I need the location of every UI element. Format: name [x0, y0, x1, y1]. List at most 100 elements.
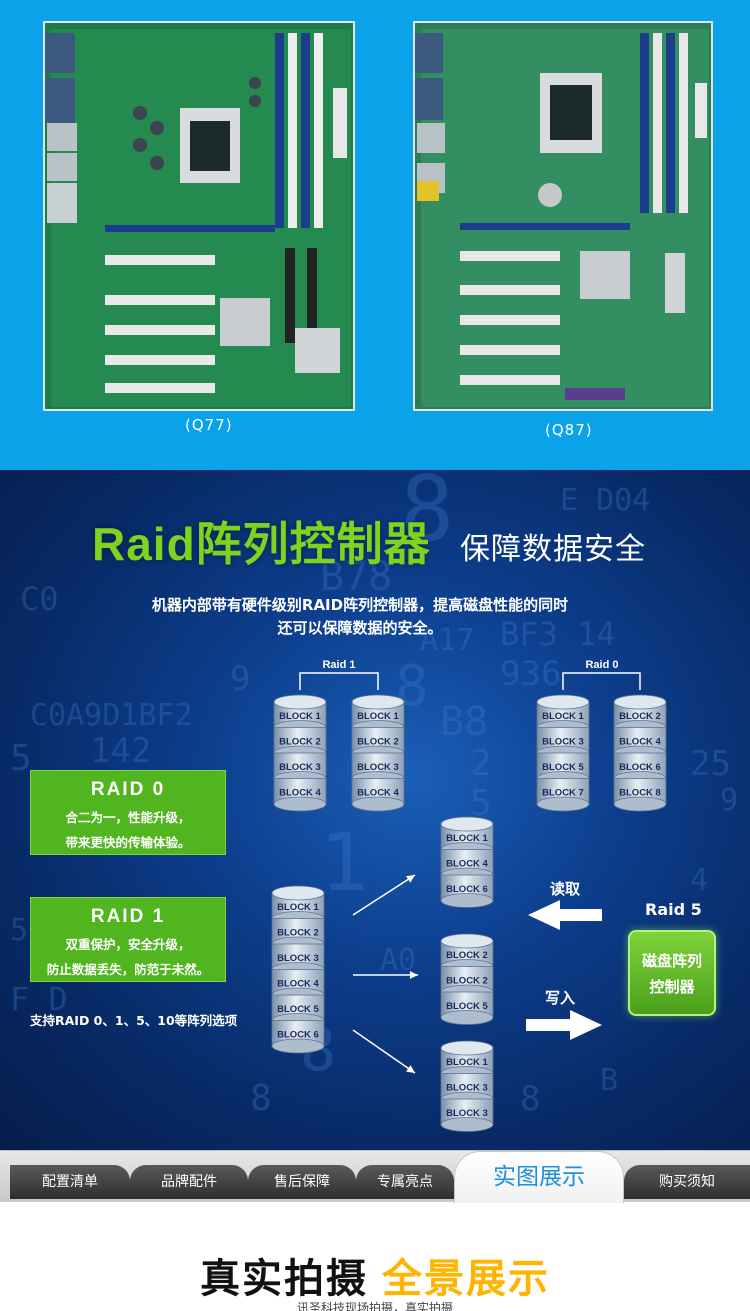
raid5-disk-3-segment-rim [440, 1117, 494, 1132]
raid5-arrow-down [352, 1029, 416, 1074]
background-digits-decoration: 8 E D04 B78 C0 5 142 C0A9D1BF2 A17 BF3 1… [10, 470, 738, 1119]
raid-description-line-1: 机器内部带有硬件级别RAID阵列控制器，提高磁盘性能的同时 [151, 596, 569, 614]
raid1-disk-b-block-label: BLOCK 3 [357, 762, 399, 773]
raid1-bracket [299, 672, 379, 690]
svg-text:A17: A17 [420, 623, 474, 658]
raid5-disk-2-block-label: BLOCK 2 [446, 975, 488, 986]
svg-text:9: 9 [720, 783, 738, 818]
raid5-disk-3-disk-top [440, 1040, 494, 1056]
raid-section-subtitle: 保障数据安全 [460, 532, 646, 567]
svg-text:8: 8 [250, 1078, 272, 1119]
svg-text:2: 2 [470, 743, 492, 784]
product-photo-panel: (Q77) (Q87) [0, 0, 750, 470]
tab-highlights[interactable]: 专属亮点 [356, 1165, 454, 1199]
raid1-box-line-2: 防止数据丢失，防范于未然。 [46, 962, 210, 977]
raid0-disk-b-disk-top [613, 694, 667, 710]
real-photo-subtitle: 讯圣科技现场拍摄，真实拍摄 [296, 1301, 453, 1311]
raid0-disk-a-block-label: BLOCK 3 [542, 736, 584, 747]
raid5-arrow-up-head [406, 875, 415, 883]
svg-text:F D: F D [10, 980, 68, 1018]
svg-text:1: 1 [320, 816, 368, 909]
svg-text:BF3 14: BF3 14 [500, 615, 616, 653]
tab-real-photos-active[interactable]: 实图展示 [454, 1151, 624, 1203]
svg-text:C0: C0 [20, 580, 59, 618]
raid0-disk-a-block-label: BLOCK 5 [542, 762, 584, 773]
raid1-disk-b-segment-rim [351, 796, 405, 812]
raid-description-line-2: 还可以保障数据的安全。 [277, 619, 443, 637]
raid1-box-title: RAID 1 [90, 906, 166, 927]
svg-text:5: 5 [10, 738, 32, 779]
raid1-group-label: Raid 1 [322, 659, 355, 671]
raid0-disk-b-segment-rim [613, 796, 667, 812]
read-arrow [528, 900, 602, 930]
raid0-disk-b-block-label: BLOCK 6 [619, 762, 661, 773]
write-label: 写入 [545, 989, 576, 1007]
raid-section-title: Raid阵列控制器 [92, 518, 431, 570]
raid5-disk-2-segment-rim [440, 1010, 494, 1025]
svg-text:B78: B78 [320, 554, 392, 600]
svg-text:B8: B8 [440, 699, 488, 745]
raid5-source-disk-block-label: BLOCK 5 [277, 1004, 319, 1015]
raid5-disk-1-segment-rim [440, 893, 494, 908]
svg-text:142: 142 [90, 731, 151, 771]
raid5-disk-1-block-label: BLOCK 4 [446, 858, 488, 869]
raid5-source-disk-block-label: BLOCK 4 [277, 978, 319, 989]
raid0-disk-a-block-label: BLOCK 7 [542, 787, 584, 798]
svg-text:B: B [600, 1063, 618, 1098]
raid0-disk-b-block-label: BLOCK 8 [619, 787, 661, 798]
raid5-disk-1-block-label: BLOCK 6 [446, 884, 488, 895]
svg-text:8: 8 [400, 470, 454, 562]
raid1-disk-b-block-label: BLOCK 1 [357, 711, 399, 722]
raid5-label: Raid 5 [645, 900, 702, 919]
raid1-disk-a-block-label: BLOCK 3 [279, 762, 321, 773]
raid1-box-line-1: 双重保护，安全升级， [65, 937, 191, 952]
tab-brand-accessories[interactable]: 品牌配件 [130, 1165, 248, 1199]
raid0-info-box: RAID 0 合二为一，性能升级， 带来更快的传输体验。 [30, 770, 226, 855]
raid0-disk-a-segment-rim [536, 796, 590, 812]
raid5-arrow-up [352, 874, 416, 916]
raid0-disk-b-block-label: BLOCK 2 [619, 711, 661, 722]
svg-text:936: 936 [500, 654, 561, 694]
raid1-disk-a-block-label: BLOCK 2 [279, 736, 321, 747]
write-arrow [526, 1010, 602, 1040]
svg-text:5: 5 [10, 913, 28, 948]
disk-array-controller-box: 磁盘阵列 控制器 [628, 930, 716, 1016]
raid5-source-disk-block-label: BLOCK 3 [277, 953, 319, 964]
raid5-disk-2-block-label: BLOCK 2 [446, 950, 488, 961]
raid1-disk-a-segment-rim [273, 796, 327, 812]
tab-after-sales[interactable]: 售后保障 [248, 1165, 356, 1199]
raid5-disk-3-block-label: BLOCK 3 [446, 1108, 488, 1119]
tab-purchase-notice[interactable]: 购买须知 [624, 1165, 750, 1199]
raid5-source-disk-disk-top [271, 885, 325, 901]
section-tab-bar: 配置清单 品牌配件 售后保障 专属亮点 实图展示 购买须知 [0, 1150, 750, 1203]
raid-diagram: Raid 1 Raid 0 BLOCK 1 BLOCK 2 BLOCK 3 BLOCK 4… [271, 659, 667, 1132]
raid0-disk-a-disk-top [536, 694, 590, 710]
controller-line-2: 控制器 [649, 978, 695, 996]
svg-text:4: 4 [690, 863, 708, 898]
svg-text:8: 8 [520, 1079, 540, 1119]
raid5-disk-2-block-label: BLOCK 5 [446, 1001, 488, 1012]
raid0-box-line-2: 带来更快的传输体验。 [65, 835, 191, 850]
raid5-arrow-down-head [406, 1065, 415, 1073]
raid1-disk-a-block-label: BLOCK 4 [279, 787, 321, 798]
svg-text:25: 25 [690, 744, 731, 784]
motherboard-photo-q87 [413, 21, 713, 411]
svg-text:9: 9 [230, 659, 250, 699]
tab-config-list[interactable]: 配置清单 [10, 1165, 130, 1199]
svg-text:E D04: E D04 [560, 483, 650, 518]
raid0-group-label: Raid 0 [585, 659, 618, 671]
raid5-disk-1-block-label: BLOCK 1 [446, 833, 488, 844]
raid0-disk-b-block-label: BLOCK 4 [619, 736, 661, 747]
real-photo-heading: 真实拍摄全景展示 [0, 1246, 750, 1304]
svg-text:5: 5 [470, 783, 492, 824]
product-caption-q87: (Q87) [545, 421, 593, 439]
heading-real-shot: 真实拍摄 [200, 1256, 368, 1302]
motherboard-photo-q77 [43, 21, 355, 411]
raid5-disk-3-block-label: BLOCK 1 [446, 1057, 488, 1068]
raid1-disk-b-block-label: BLOCK 2 [357, 736, 399, 747]
raid-feature-section: 8 E D04 B78 C0 5 142 C0A9D1BF2 A17 BF3 1… [0, 470, 750, 1150]
raid5-source-disk-block-label: BLOCK 6 [277, 1029, 319, 1040]
raid0-box-line-1: 合二为一，性能升级， [65, 810, 191, 825]
raid1-disk-a-disk-top [273, 694, 327, 710]
raid1-disk-a-block-label: BLOCK 1 [279, 711, 321, 722]
